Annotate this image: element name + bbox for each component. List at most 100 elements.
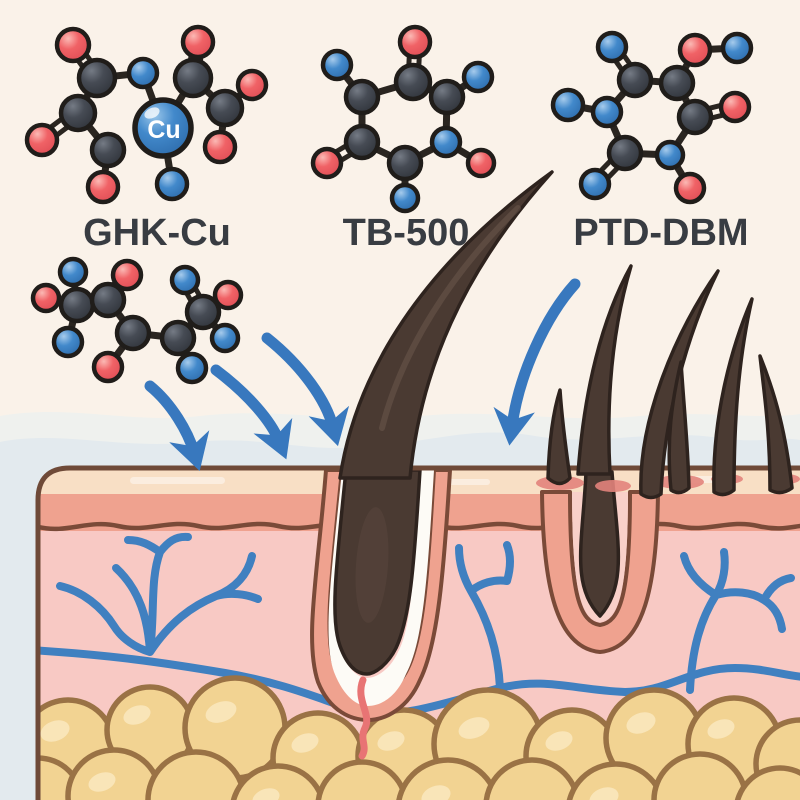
fat-cell-highlight xyxy=(291,733,319,753)
oxygen-atom-icon xyxy=(718,90,752,124)
capillary xyxy=(357,676,371,760)
nitrogen-atom-icon xyxy=(169,264,201,296)
blood-vessel-tree-middle xyxy=(455,541,514,692)
small-follicle-hair-bulb xyxy=(578,470,621,618)
penetration-arrows xyxy=(144,278,581,471)
oxygen-atom-icon xyxy=(85,169,121,205)
fat-cell-highlight xyxy=(88,772,116,792)
carbon-atom-icon xyxy=(184,293,222,331)
molecule-label-ptd-dbm: PTD-DBM xyxy=(573,212,748,254)
surface-sheen xyxy=(130,477,225,484)
fat-cell xyxy=(483,757,581,800)
copper-symbol: Cu xyxy=(147,116,180,144)
fat-cell-highlight xyxy=(123,705,151,725)
small-hair xyxy=(667,360,691,495)
fat-cell xyxy=(651,751,749,800)
carbon-atom-icon xyxy=(616,61,654,99)
fat-cell-highlight xyxy=(421,785,451,800)
fat-cell-highlight xyxy=(707,719,735,739)
oxygen-atom-icon xyxy=(54,26,92,64)
down-arrow-icon xyxy=(144,380,210,471)
nitrogen-atom-icon xyxy=(461,60,495,94)
fat-cell-highlight xyxy=(205,701,237,723)
nitrogen-atom-icon xyxy=(51,325,85,359)
nitrogen-atom-icon xyxy=(550,87,586,123)
small-hair xyxy=(546,388,572,486)
molecule-ptd-dbm: PTD-DBM xyxy=(550,30,754,254)
hair-bulb-highlight xyxy=(355,507,389,623)
molecule-unlabeled-peptide xyxy=(30,256,244,385)
fat-cell-highlight xyxy=(626,712,656,734)
small-hair xyxy=(712,297,754,497)
fat-cell xyxy=(315,759,409,800)
nitrogen-atom-icon xyxy=(720,31,754,65)
oxygen-atom-icon xyxy=(397,24,433,60)
carbon-atom-icon xyxy=(172,57,214,99)
molecule-label-ghk-cu: GHK-Cu xyxy=(83,212,231,254)
blood-vessel-tree-right xyxy=(680,548,795,694)
skin-cross-section xyxy=(38,468,800,800)
fat-cell-highlight xyxy=(377,731,405,751)
down-arrow-icon xyxy=(210,364,293,460)
oxygen-atom-icon xyxy=(30,282,62,314)
fat-cells xyxy=(38,675,800,800)
fat-cell xyxy=(38,755,85,800)
small-hair xyxy=(576,264,633,476)
carbon-atom-icon xyxy=(114,314,152,352)
follicle-opening-spot xyxy=(595,480,631,492)
carbon-atom-icon xyxy=(89,131,127,169)
oxygen-atom-icon xyxy=(24,122,60,158)
carbon-atom-icon xyxy=(606,134,644,172)
fat-cell-highlight xyxy=(589,787,619,800)
oxygen-atom-icon xyxy=(235,68,269,102)
oxygen-atom-icon xyxy=(212,279,244,311)
nitrogen-atom-icon xyxy=(654,139,686,171)
copper-atom-glint xyxy=(144,107,160,119)
blood-vessel-tree-left xyxy=(56,532,262,656)
large-hair-highlight xyxy=(379,205,521,431)
nitrogen-atom-icon xyxy=(209,322,241,354)
carbon-atom-icon xyxy=(58,286,96,324)
nitrogen-atom-icon xyxy=(57,256,89,288)
small-hair xyxy=(758,354,794,495)
fat-cell-highlight xyxy=(458,717,490,739)
molecule-ghk-cu: Cu GHK-Cu xyxy=(24,24,269,254)
large-follicle-white-sheath xyxy=(328,470,434,706)
nitrogen-atom-icon xyxy=(389,182,421,214)
oxygen-atom-icon xyxy=(677,32,713,68)
oxygen-atom-icon xyxy=(465,147,497,179)
large-follicle-hair-bulb xyxy=(333,468,422,676)
carbon-atom-icon xyxy=(428,78,466,116)
nitrogen-atom-icon xyxy=(429,125,463,159)
fat-cell xyxy=(395,757,501,800)
large-hair-follicle xyxy=(310,468,452,722)
fat-cell-highlight xyxy=(40,720,70,742)
bonds xyxy=(564,44,741,192)
oxygen-atom-icon xyxy=(202,129,238,165)
oxygen-atom-icon xyxy=(310,146,344,180)
carbon-atom-icon xyxy=(386,144,424,182)
carbon-atom-icon xyxy=(58,93,98,133)
skin-block-outline xyxy=(35,465,800,800)
nitrogen-atom-icon xyxy=(126,56,160,90)
fat-cell-highlight xyxy=(545,731,573,751)
carbon-atom-icon xyxy=(393,62,433,102)
molecule-label-tb-500: TB-500 xyxy=(343,212,470,254)
fat-cell xyxy=(145,749,247,800)
oxygen-atom-icon xyxy=(110,258,144,292)
carbon-atom-icon xyxy=(343,123,381,161)
fat-cell-highlight xyxy=(252,788,280,800)
small-hair-follicle xyxy=(540,470,660,654)
nitrogen-atom-icon xyxy=(578,167,612,201)
fat-cell xyxy=(733,765,800,800)
carbon-atom-icon xyxy=(159,319,197,357)
carbon-atom-icon xyxy=(205,88,245,128)
small-hair xyxy=(639,269,720,500)
carbon-atom-icon xyxy=(89,281,127,319)
molecule-tb-500: TB-500 xyxy=(310,24,497,254)
nitrogen-atom-icon xyxy=(595,30,629,64)
nitrogen-atom-icon xyxy=(175,351,209,385)
oxygen-atom-icon xyxy=(180,24,216,60)
carbon-atom-icon xyxy=(343,78,381,116)
